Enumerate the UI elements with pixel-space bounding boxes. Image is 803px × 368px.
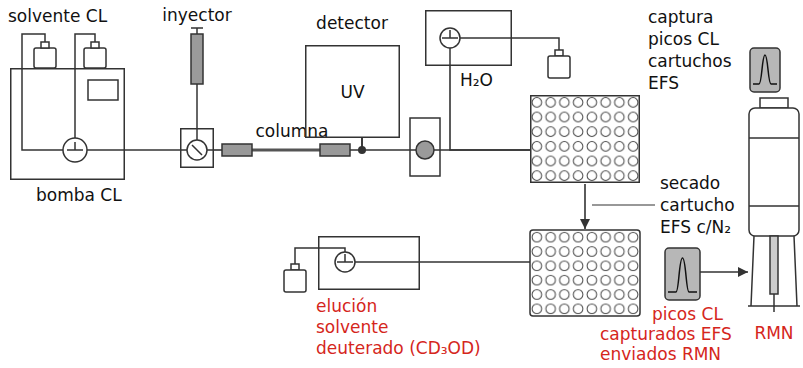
pump-outlet: [87, 149, 125, 151]
diverter-valve: [410, 118, 440, 176]
tubing-connector: [214, 149, 222, 151]
magnet-body: [749, 108, 799, 236]
node-heading: inyector: [162, 4, 231, 26]
valve-ports: [181, 145, 213, 155]
water-pump-drawing: [440, 28, 570, 78]
column-tube: [252, 149, 320, 152]
peak-trace: [668, 258, 697, 292]
node-heading: RMN: [754, 322, 793, 344]
node-heading: detector: [316, 12, 388, 34]
spe-cartridge: picos CL capturados EFS enviados RMN: [665, 248, 700, 300]
tubing-connector: [362, 138, 530, 150]
bottle-neck: [91, 42, 99, 48]
pump-mark: [337, 254, 353, 262]
nmr-probe: [770, 236, 778, 294]
solvent-tube: [75, 34, 95, 138]
solvent-tube: [22, 34, 63, 150]
mixing-valve: [63, 138, 87, 162]
bottle-neck: [291, 264, 299, 270]
node-heading: bomba CL: [36, 184, 122, 206]
node-heading: captura picos CL cartuchos EFS: [648, 6, 744, 94]
pump-outlet: [449, 48, 451, 66]
water-pump-box: H₂O: [425, 10, 512, 66]
column-drawing: [222, 144, 350, 156]
deuterated-pump-box: elución solvente deuterado (CD₃OD): [318, 236, 420, 290]
wrap-spacer: [416, 296, 496, 338]
pump-head: [335, 252, 355, 272]
bottle-neck: [555, 50, 563, 56]
injector-drawing: [181, 28, 213, 160]
node-heading: picos CL capturados EFS enviados RMN: [600, 304, 745, 364]
pump-outlet: [355, 261, 420, 263]
water-bottle: [548, 56, 570, 78]
uv-detector: detectorUV: [305, 45, 400, 138]
box-label: UV: [340, 81, 364, 103]
annotation-label: solvente CL: [8, 5, 107, 27]
spe-wells: [530, 230, 640, 316]
wrap-spacer: [600, 304, 652, 324]
valve-rotor: [416, 141, 434, 159]
column-fitting: [222, 144, 252, 156]
tubing-connector: [450, 66, 530, 150]
node-heading: elución solvente deuterado (CD₃OD): [316, 296, 496, 359]
pump-inlet: [460, 37, 512, 39]
valve-box: [410, 118, 440, 176]
cartridge-body: [750, 48, 780, 92]
leader-line: [592, 204, 655, 205]
bottle-neck: [41, 42, 49, 48]
solvent-tube: [295, 248, 345, 264]
node-heading: H₂O: [460, 69, 493, 91]
lc-pump-drawing: [22, 34, 125, 162]
pump-head: [440, 28, 460, 48]
solvent-bottle: [34, 48, 56, 68]
spe-plate: captura picos CL cartuchos EFS: [530, 95, 640, 183]
injector-valve-box: inyector: [180, 128, 214, 168]
syringe-barrel: [191, 34, 203, 84]
pump-display: [88, 80, 118, 100]
solvent-bottle: [84, 48, 106, 68]
spe-wells: [530, 95, 640, 183]
elution-plate: [530, 230, 640, 316]
node-heading: columna: [256, 120, 329, 142]
elution-line: [420, 261, 530, 263]
column: columna: [222, 144, 350, 156]
syringe-needle: [196, 84, 198, 140]
spe-plate: [530, 230, 640, 316]
tubing-connector: [125, 149, 180, 151]
nmr-magnet: RMN: [748, 98, 800, 316]
deuterated-pump-drawing: [284, 248, 530, 292]
magnet-band: [749, 138, 799, 206]
cartridge-body: [665, 248, 700, 300]
peak-trace: [753, 55, 777, 84]
transfer-arrow: [584, 184, 586, 229]
valve-mark: [67, 142, 83, 150]
probe-stem: [773, 294, 775, 312]
nmr-magnet-drawing: [748, 98, 800, 312]
tubing-connector: [700, 271, 748, 273]
water-tube: [512, 38, 559, 50]
pump-box: bomba CL: [10, 68, 125, 180]
pump-mark: [442, 30, 458, 38]
solvent-bottle: [284, 270, 306, 292]
spe-cartridge-icon: [750, 48, 780, 92]
junction-dot: [358, 146, 366, 154]
spe-cartridge-drawing: [665, 248, 700, 300]
syringe-plunger: [191, 28, 203, 34]
column-fitting: [320, 144, 350, 156]
annotation-label: secado cartucho EFS c/N₂: [660, 172, 744, 238]
magnet-turret: [760, 98, 788, 108]
